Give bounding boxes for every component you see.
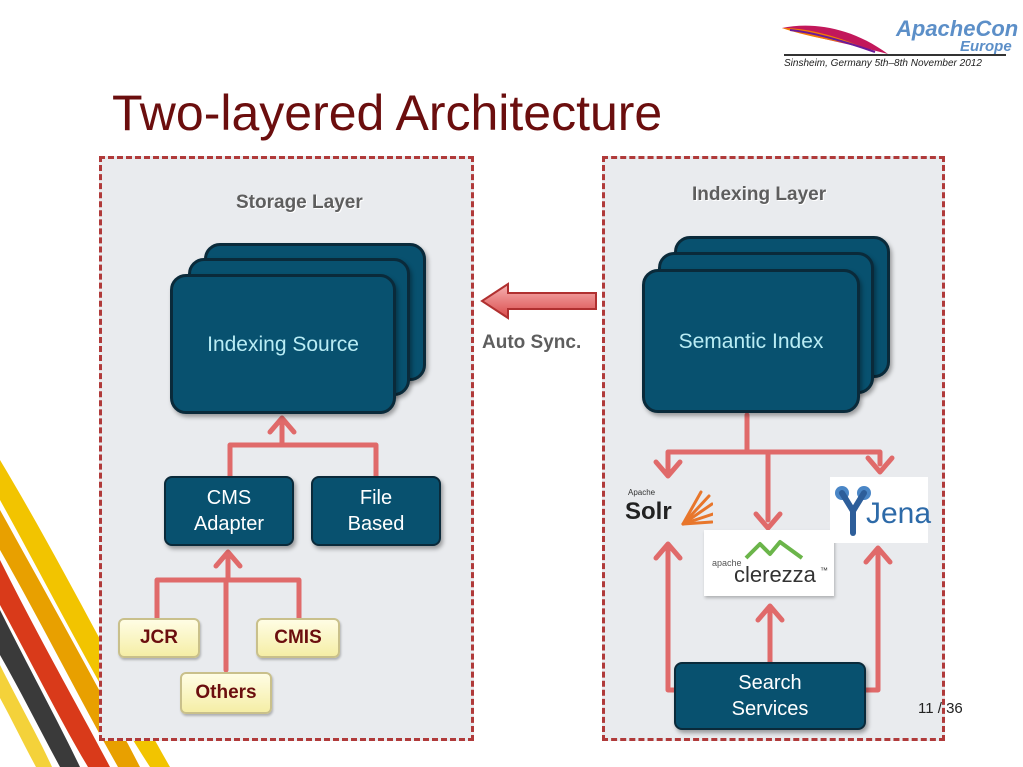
clerezza-mountain-icon bbox=[744, 540, 804, 560]
file-based-line2: Based bbox=[347, 513, 405, 535]
solr-prefix: Apache bbox=[628, 488, 656, 497]
page-number: 11 / 36 bbox=[918, 700, 963, 717]
arrowhead-jena bbox=[865, 455, 895, 475]
solr-logo: Apache Solr bbox=[625, 488, 715, 534]
others-box: Others bbox=[180, 672, 272, 714]
badge-region: Europe bbox=[960, 38, 1012, 55]
line-services-to-jena bbox=[863, 549, 881, 693]
apache-feather-icon bbox=[782, 25, 888, 54]
clerezza-prefix: apache bbox=[712, 558, 742, 568]
clerezza-trademark: ™ bbox=[820, 566, 828, 575]
jena-wordmark: Jena bbox=[866, 497, 932, 530]
line-index-to-solr bbox=[665, 412, 750, 473]
badge-event-line: Sinsheim, Germany 5th–8th November 2012 bbox=[784, 58, 982, 69]
indexing-source-card: Indexing Source bbox=[170, 274, 396, 414]
cms-adapter-line2: Adapter bbox=[193, 513, 265, 535]
semantic-index-label: Semantic Index bbox=[678, 330, 824, 353]
search-services-line1: Search bbox=[738, 672, 802, 694]
page-current: 11 bbox=[918, 700, 934, 717]
solr-sun-icon bbox=[681, 490, 713, 526]
jcr-box: JCR bbox=[118, 618, 200, 658]
line-adapters-to-source bbox=[227, 442, 379, 479]
auto-sync-label: Auto Sync. bbox=[482, 332, 582, 353]
auto-sync-arrow bbox=[480, 282, 597, 320]
arrowhead-cms bbox=[213, 549, 243, 569]
clerezza-wordmark: clerezza bbox=[734, 562, 816, 587]
apachecon-badge: ApacheCon Europe Sinsheim, Germany 5th–8… bbox=[776, 14, 1018, 74]
arrowhead-services-jena bbox=[863, 545, 893, 565]
cms-adapter-box: CMS Adapter bbox=[164, 476, 294, 546]
arrowhead-services-clerezza bbox=[755, 603, 785, 623]
indexing-source-label: Indexing Source bbox=[207, 333, 359, 356]
slide-title: Two-layered Architecture bbox=[112, 85, 663, 141]
solr-wordmark: Solr bbox=[625, 498, 672, 525]
arrowhead-services-solr bbox=[653, 541, 683, 561]
arrowhead-clerezza bbox=[753, 511, 783, 531]
page-total: 36 bbox=[946, 700, 963, 717]
cms-adapter-line1: CMS bbox=[206, 487, 252, 509]
file-based-line1: File bbox=[359, 487, 393, 509]
arrowhead-solr bbox=[653, 459, 683, 479]
badge-divider bbox=[784, 54, 1006, 56]
indexing-layer-title: Indexing Layer bbox=[692, 184, 827, 205]
line-index-to-jena bbox=[744, 449, 883, 467]
semantic-index-card: Semantic Index bbox=[642, 269, 860, 413]
storage-layer-title: Storage Layer bbox=[236, 192, 363, 213]
jena-logo: Jena bbox=[830, 477, 932, 543]
cmis-box: CMIS bbox=[256, 618, 340, 658]
line-services-to-solr bbox=[665, 545, 679, 693]
search-services-line2: Services bbox=[731, 698, 809, 720]
clerezza-logo: apache clerezza ™ bbox=[704, 530, 834, 596]
arrowhead-source bbox=[267, 415, 297, 435]
jena-y-icon bbox=[835, 486, 871, 536]
page-separator: / bbox=[937, 700, 942, 717]
badge-brand: ApacheCon bbox=[896, 16, 1019, 41]
